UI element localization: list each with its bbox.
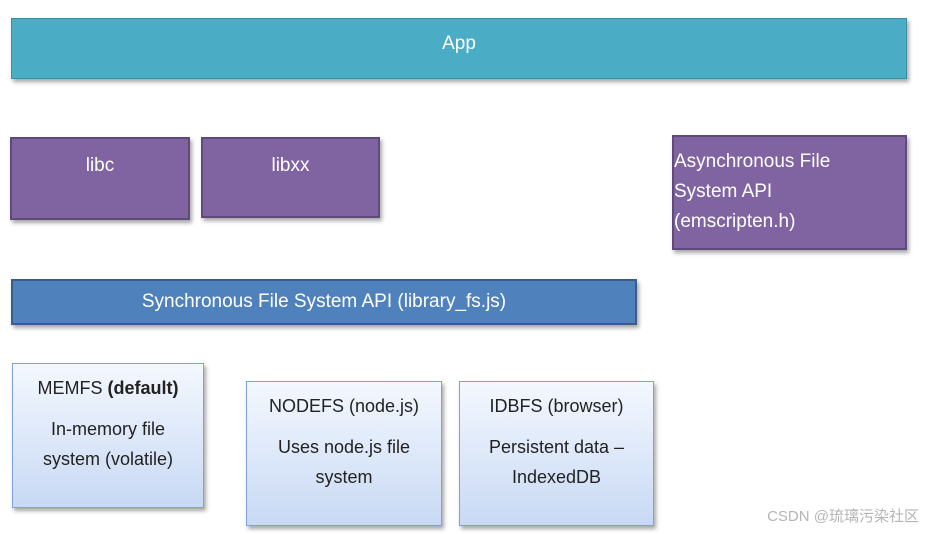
app-box: App bbox=[11, 18, 907, 79]
libc-box: libc bbox=[10, 137, 190, 220]
watermark: CSDN @琉璃污染社区 bbox=[767, 508, 919, 525]
memfs-box: MEMFS (default) In-memory file system (v… bbox=[12, 363, 204, 508]
memfs-name: MEMFS bbox=[37, 378, 103, 398]
idbfs-desc-line2: IndexedDB bbox=[511, 467, 602, 487]
sync-fs-api-box: Synchronous File System API (library_fs.… bbox=[11, 279, 637, 325]
async-fs-api-box: Asynchronous File System API (emscripten… bbox=[672, 135, 907, 250]
app-label: App bbox=[442, 33, 476, 54]
memfs-desc-line2: system (volatile) bbox=[42, 449, 174, 469]
async-api-line1: Asynchronous File bbox=[674, 151, 831, 172]
memfs-title: MEMFS (default) bbox=[37, 376, 178, 400]
async-api-line3: (emscripten.h) bbox=[674, 211, 796, 232]
libc-label: libc bbox=[85, 155, 115, 176]
async-api-line2: System API bbox=[674, 181, 773, 202]
memfs-default-tag: (default) bbox=[107, 378, 179, 398]
libxx-box: libxx bbox=[201, 137, 380, 218]
sync-api-label: Synchronous File System API (library_fs.… bbox=[141, 291, 507, 312]
idbfs-desc-line1: Persistent data – bbox=[488, 437, 625, 457]
nodefs-desc-line2: system bbox=[315, 467, 373, 487]
libxx-label: libxx bbox=[271, 155, 310, 176]
idbfs-box: IDBFS (browser) Persistent data – Indexe… bbox=[459, 381, 654, 526]
nodefs-desc-line1: Uses node.js file bbox=[277, 437, 411, 457]
nodefs-box: NODEFS (node.js) Uses node.js file syste… bbox=[246, 381, 442, 526]
idbfs-title: IDBFS (browser) bbox=[489, 396, 624, 416]
memfs-desc-line1: In-memory file bbox=[50, 419, 166, 439]
nodefs-title: NODEFS (node.js) bbox=[268, 396, 420, 416]
